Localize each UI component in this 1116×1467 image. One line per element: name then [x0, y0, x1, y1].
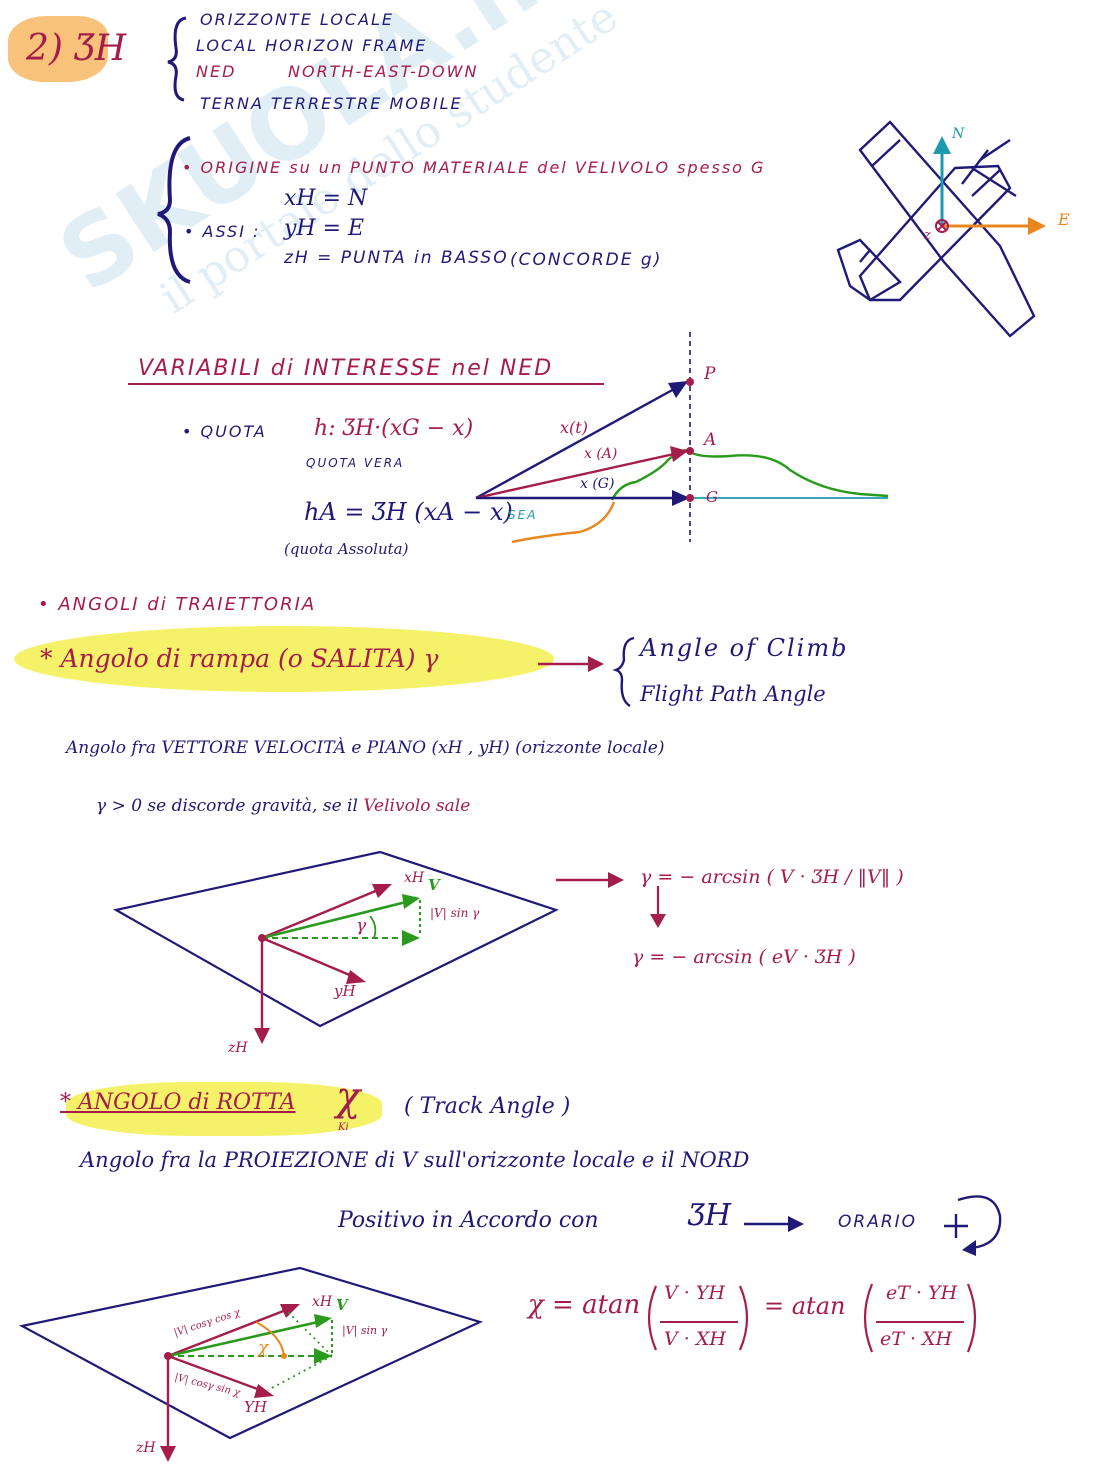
fig1-label-gamma: γ — [356, 916, 367, 936]
definition-yh: yH = E — [284, 216, 365, 241]
aircraft-north-label: N — [952, 126, 965, 142]
track-positive-sym: ƷH — [688, 1198, 732, 1233]
fig1-label-zh: zH — [228, 1040, 248, 1056]
section-number: 2) ƷH — [26, 28, 127, 69]
fig2-label-vsin: |V| sin γ — [342, 1324, 388, 1337]
track-title: * ANGOLO di ROTTA — [60, 1090, 296, 1115]
climb-formula-2: γ = − arcsin ( eV · ƷH ) — [632, 946, 856, 968]
track-symbol: χ — [336, 1074, 361, 1120]
track-equals: = atan — [764, 1292, 846, 1320]
track-positive-b: ORARIO — [838, 1212, 918, 1232]
fig-label-p: P — [704, 364, 716, 384]
climb-sign: γ > 0 se discorde gravità, se il Velivol… — [96, 796, 470, 816]
fig-label-a: A — [704, 430, 717, 450]
section-name-1: ORIZZONTE LOCALE — [200, 10, 395, 29]
fig1-label-v: V — [428, 876, 440, 894]
definition-zh: zH = PUNTA in BASSO — [284, 248, 509, 268]
variables-heading: VARIABILI di INTERESSE nel NED — [138, 356, 554, 381]
track-positive-a: Positivo in Accordo con — [338, 1208, 599, 1233]
definition-zh-note: (CONCORDE g) — [510, 250, 663, 270]
track-plane — [18, 1266, 484, 1440]
climb-title: * Angolo di rampa (o SALITA) γ — [40, 644, 439, 673]
h-caption: QUOTA VERA — [306, 456, 405, 470]
quota-label: • QUOTA — [182, 422, 267, 441]
fig1-label-yh: yH — [334, 982, 356, 1000]
fig2-label-v: V — [336, 1296, 348, 1314]
climb-definition: Angolo fra VETTORE VELOCITÀ e PIANO (xH … — [66, 738, 665, 758]
aircraft-down-label: z — [924, 228, 931, 243]
terrain-orange — [511, 501, 616, 544]
track-f2-num: eT · YH — [886, 1282, 958, 1304]
climb-sign-b: Velivolo sale — [363, 796, 471, 816]
ha-caption: (quota Assoluta) — [284, 540, 409, 558]
track-definition: Angolo fra la PROIEZIONE di V sull'orizz… — [80, 1148, 750, 1172]
fig1-label-vsin: |V| sin γ — [430, 906, 480, 920]
climb-sign-a: γ > 0 se discorde gravità, se il — [96, 796, 364, 816]
fig2-label-yh: YH — [244, 1398, 267, 1416]
ha-formula: hA = ƷH (xA − x) — [304, 498, 513, 526]
climb-formula-1: γ = − arcsin ( V · ƷH / ‖V‖ ) — [640, 866, 904, 888]
definition-xh: xH = N — [284, 186, 368, 211]
track-f1-den: V · XH — [664, 1328, 726, 1350]
highlight-climb — [14, 626, 554, 692]
track-f2-den: eT · XH — [880, 1328, 953, 1350]
h-formula: h: ƷH·(xG − x) — [314, 416, 474, 441]
climb-plane — [112, 850, 559, 1028]
highlight-track — [66, 1082, 382, 1136]
angles-heading: • ANGOLI di TRAIETTORIA — [38, 594, 317, 615]
fig2-label-chi: χ — [258, 1338, 269, 1358]
track-en: ( Track Angle ) — [404, 1094, 571, 1119]
vector-xa — [475, 452, 675, 500]
section-name-2: LOCAL HORIZON FRAME — [196, 36, 428, 55]
climb-en-2: Flight Path Angle — [640, 682, 826, 706]
vector-xt — [475, 386, 677, 500]
track-symbol-sub: Ki — [338, 1122, 349, 1133]
aircraft-east-label: E — [1058, 210, 1070, 229]
fig-label-g: G — [706, 488, 718, 506]
track-f1-num: V · YH — [664, 1282, 725, 1304]
definition-axes-label: • ASSI : — [184, 222, 261, 241]
fig-label-sea: SEA — [508, 508, 538, 522]
track-formula-lhs: χ = atan — [528, 1290, 641, 1320]
fig1-label-xh: xH — [404, 870, 425, 886]
climb-en-1: Angle of Climb — [640, 634, 849, 662]
section-name-4: NORTH-EAST-DOWN — [288, 62, 479, 81]
fig-label-xg: x (G) — [580, 476, 615, 492]
definition-origin: • ORIGINE su un PUNTO MATERIALE del VELI… — [182, 158, 766, 177]
section-name-3: NED — [196, 62, 237, 81]
fig2-label-zh: zH — [136, 1440, 156, 1456]
fig2-label-xh: xH — [312, 1294, 333, 1310]
fig-label-xt: x(t) — [560, 418, 588, 437]
fig-label-xa: x (A) — [584, 446, 618, 462]
section-name-5: TERNA TERRESTRE MOBILE — [200, 94, 463, 113]
highlight-section-number — [8, 16, 108, 82]
